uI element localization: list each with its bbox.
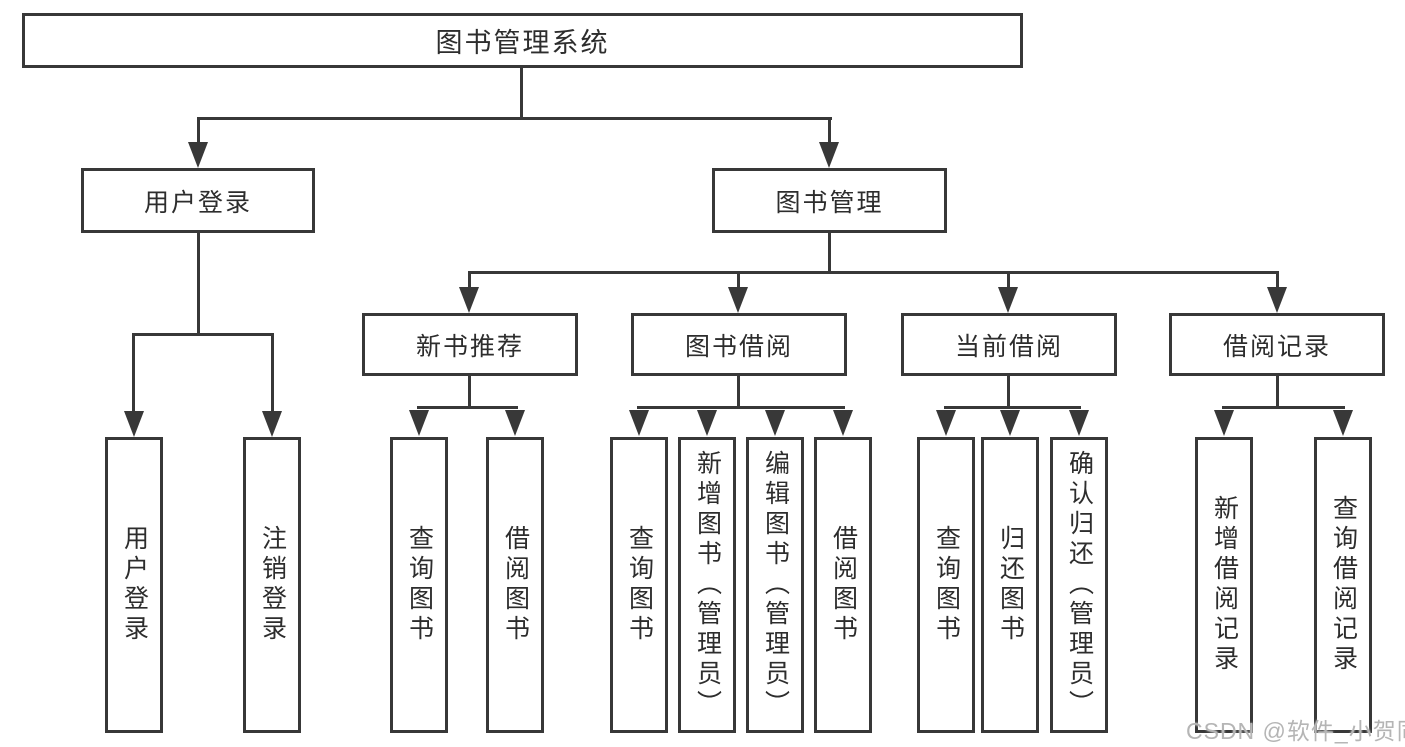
arrowhead-down-icon (819, 142, 839, 168)
connector-line (737, 271, 740, 289)
arrowhead-down-icon (936, 410, 956, 436)
connector-line (468, 271, 471, 289)
node-book-borrowing: 图书借阅 (631, 313, 847, 376)
connector-line (197, 117, 832, 120)
node-label: 借阅图书 (829, 525, 858, 645)
connector-line (828, 233, 831, 274)
node-label: 当前借阅 (954, 332, 1063, 361)
leaf-user-login: 用户登录 (105, 437, 163, 733)
watermark: CSDN @软件_小贺同学 (1186, 718, 1405, 744)
node-label: 确认归还（管理员） (1065, 450, 1094, 720)
connector-line (417, 406, 518, 409)
node-label: 编辑图书（管理员） (761, 450, 790, 720)
leaf-add-borrow-record: 新增借阅记录 (1195, 437, 1253, 733)
node-user-login: 用户登录 (81, 168, 315, 233)
node-label: 新增图书（管理员） (693, 450, 722, 720)
arrowhead-down-icon (1214, 410, 1234, 436)
connector-line (637, 406, 845, 409)
leaf-logout: 注销登录 (243, 437, 301, 733)
node-book-management: 图书管理 (712, 168, 947, 233)
connector-line (1222, 406, 1345, 409)
node-label: 查询图书 (405, 525, 434, 645)
connector-line (1007, 271, 1010, 289)
connector-line (944, 406, 1081, 409)
connector-line (271, 333, 274, 413)
connector-line (737, 375, 740, 409)
node-label: 查询借阅记录 (1329, 495, 1358, 675)
connector-line (132, 333, 274, 336)
node-label: 注销登录 (258, 525, 287, 645)
leaf-borrow-books-2: 借阅图书 (814, 437, 872, 733)
arrowhead-down-icon (124, 411, 144, 437)
node-label: 用户登录 (120, 525, 149, 645)
connector-line (197, 233, 200, 335)
node-label: 借阅图书 (501, 525, 530, 645)
connector-line (468, 375, 471, 409)
arrowhead-down-icon (1069, 410, 1089, 436)
leaf-query-books-3: 查询图书 (917, 437, 975, 733)
node-label: 新增借阅记录 (1210, 495, 1239, 675)
connector-line (197, 117, 200, 145)
connector-line (132, 333, 135, 413)
node-label: 新书推荐 (415, 332, 524, 361)
node-label: 图书借阅 (684, 332, 793, 361)
arrowhead-down-icon (262, 411, 282, 437)
node-library-system: 图书管理系统 (22, 13, 1023, 68)
connector-line (828, 117, 831, 145)
leaf-query-borrow-record: 查询借阅记录 (1314, 437, 1372, 733)
connector-line (520, 68, 523, 120)
arrowhead-down-icon (728, 287, 748, 313)
node-label: 查询图书 (625, 525, 654, 645)
arrowhead-down-icon (1333, 410, 1353, 436)
arrowhead-down-icon (188, 142, 208, 168)
connector-line (1276, 375, 1279, 409)
node-current-borrowing: 当前借阅 (901, 313, 1117, 376)
leaf-borrow-books: 借阅图书 (486, 437, 544, 733)
arrowhead-down-icon (998, 287, 1018, 313)
node-label: 查询图书 (932, 525, 961, 645)
connector-line (1276, 271, 1279, 289)
arrowhead-down-icon (1000, 410, 1020, 436)
arrowhead-down-icon (459, 287, 479, 313)
arrowhead-down-icon (765, 410, 785, 436)
node-label: 用户登录 (143, 188, 252, 217)
leaf-edit-books-admin: 编辑图书（管理员） (746, 437, 804, 733)
connector-line (1007, 375, 1010, 409)
node-label: 图书管理 (775, 188, 884, 217)
arrowhead-down-icon (629, 410, 649, 436)
arrowhead-down-icon (833, 410, 853, 436)
arrowhead-down-icon (1267, 287, 1287, 313)
leaf-query-books: 查询图书 (390, 437, 448, 733)
leaf-query-books-2: 查询图书 (610, 437, 668, 733)
arrowhead-down-icon (697, 410, 717, 436)
node-new-book-recommendation: 新书推荐 (362, 313, 578, 376)
leaf-add-books-admin: 新增图书（管理员） (678, 437, 736, 733)
arrowhead-down-icon (409, 410, 429, 436)
connector-line (468, 271, 1279, 274)
node-borrowing-records: 借阅记录 (1169, 313, 1385, 376)
node-label: 借阅记录 (1222, 332, 1331, 361)
node-label: 归还图书 (996, 525, 1025, 645)
arrowhead-down-icon (505, 410, 525, 436)
leaf-confirm-return-admin: 确认归还（管理员） (1050, 437, 1108, 733)
leaf-return-books: 归还图书 (981, 437, 1039, 733)
node-label: 图书管理系统 (435, 28, 610, 58)
